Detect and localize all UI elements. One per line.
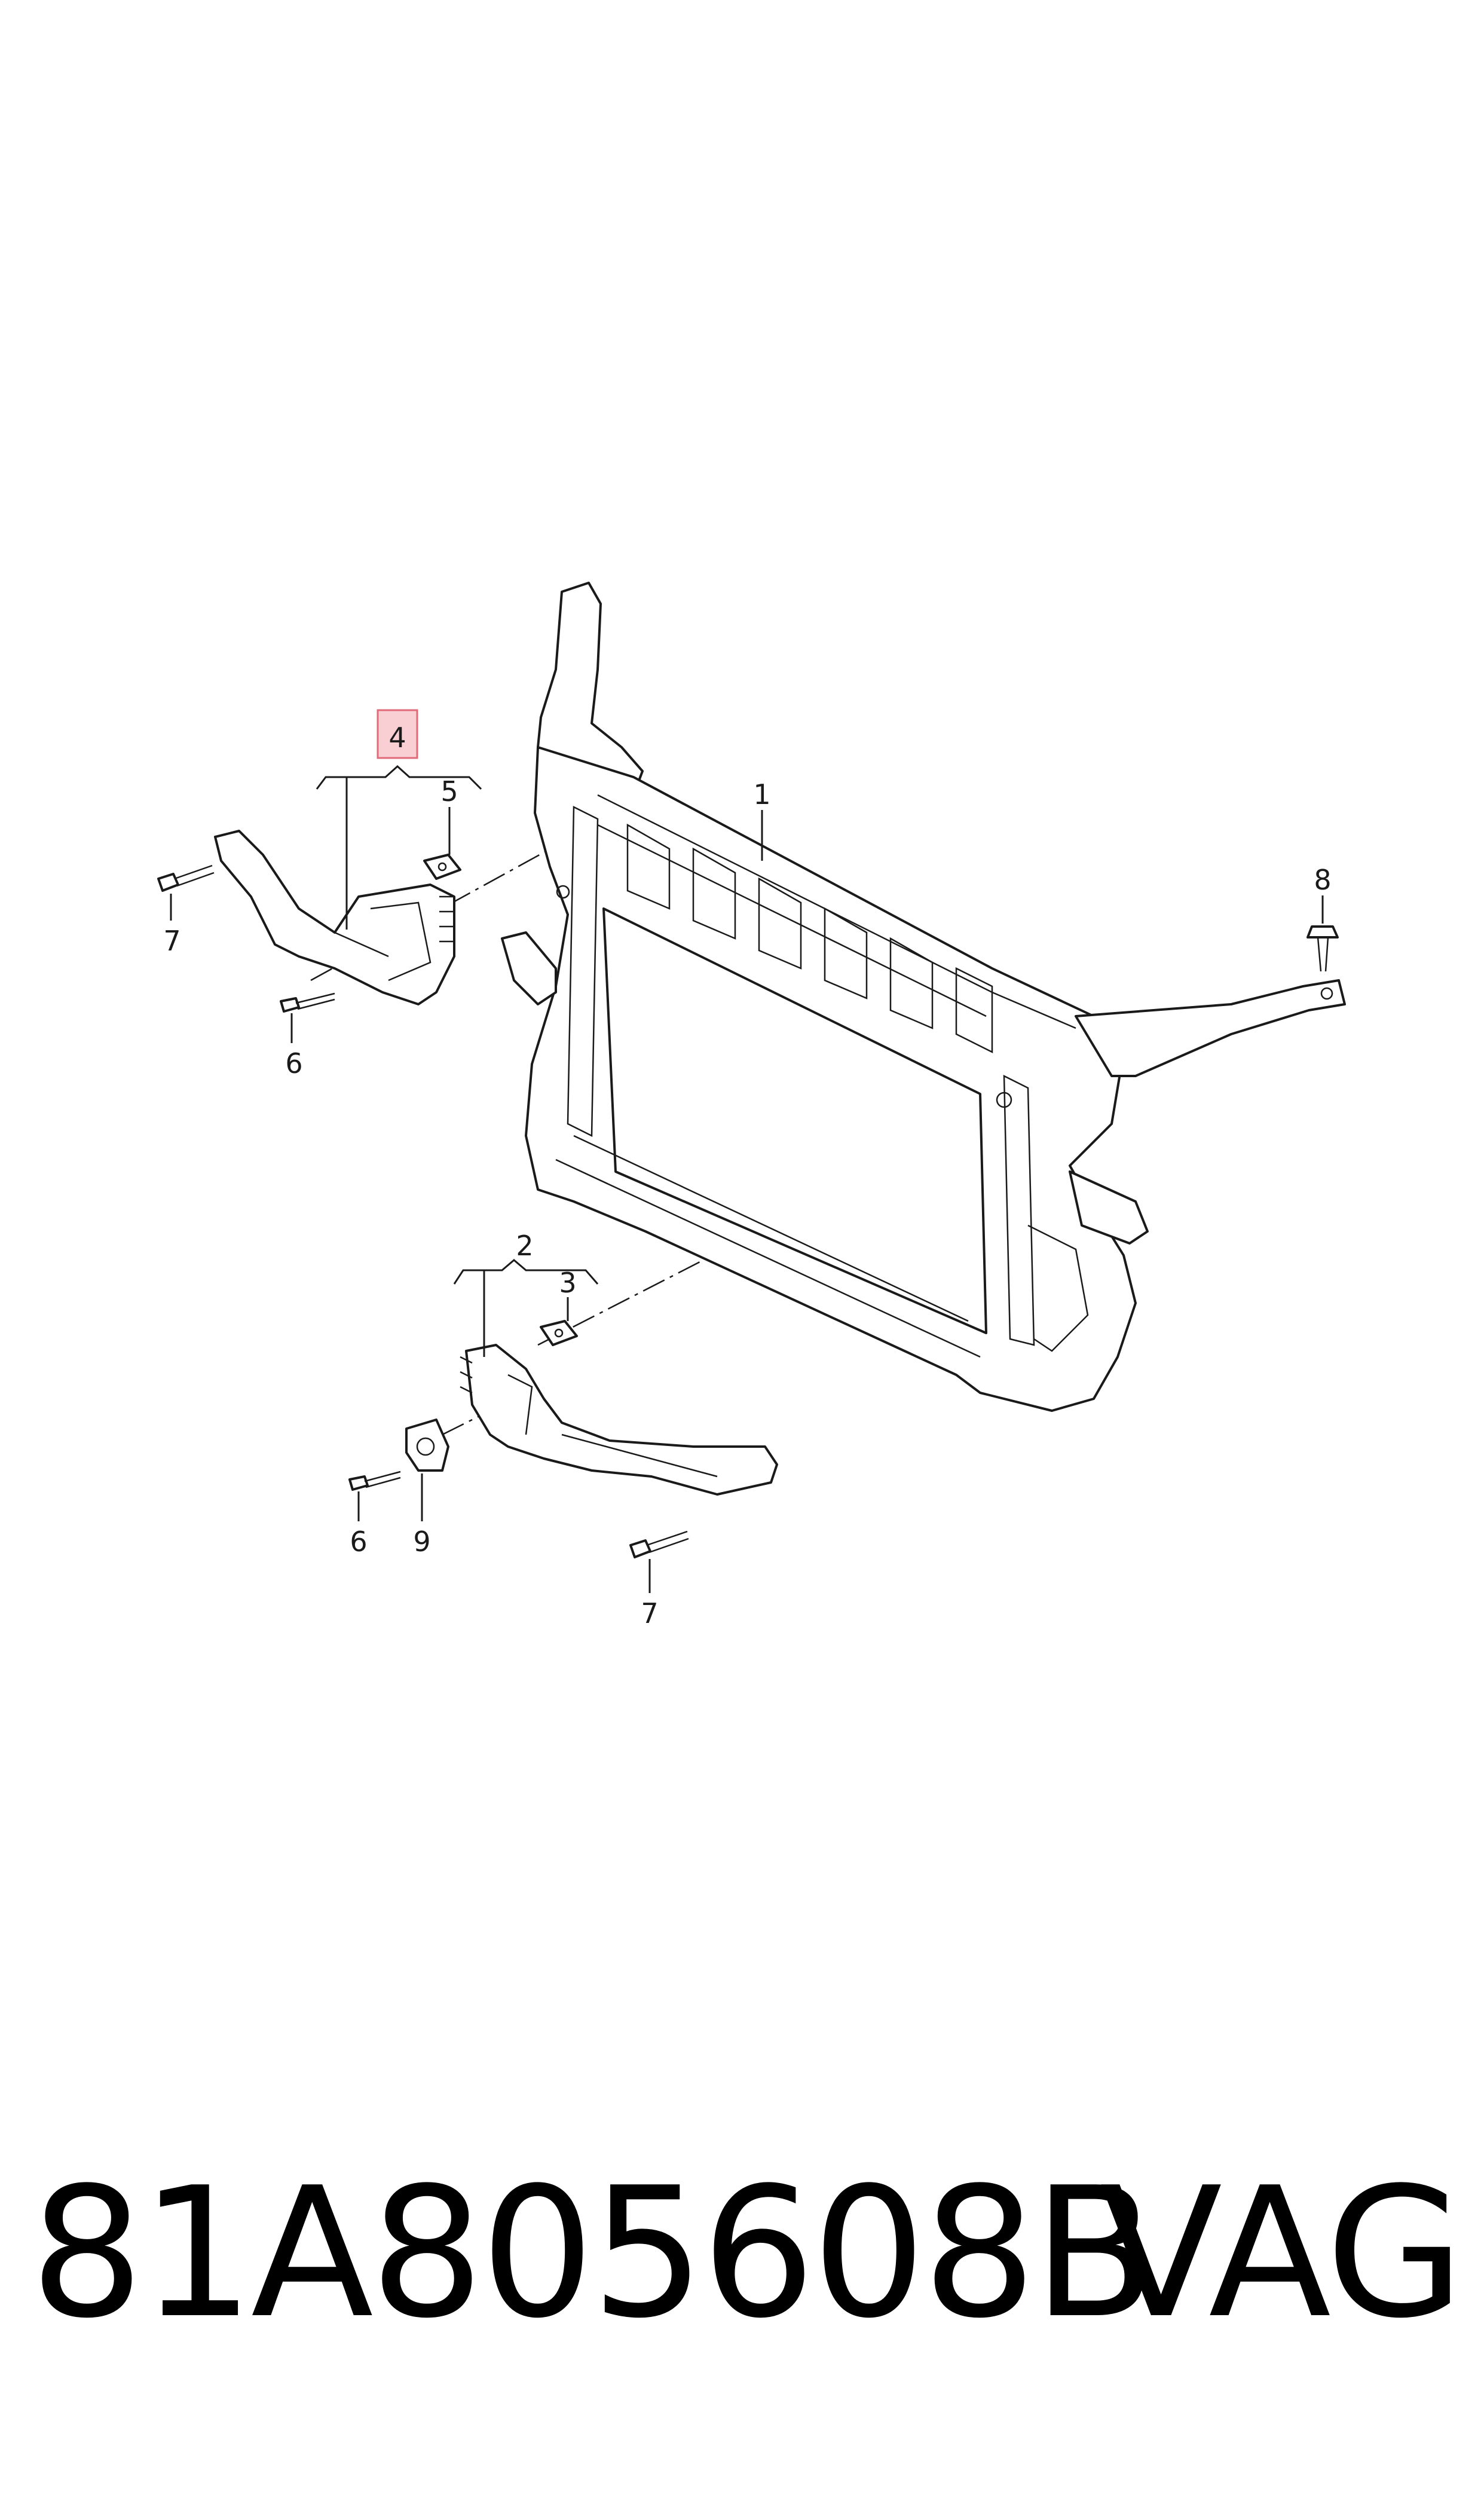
callout-2: 2: [516, 1230, 533, 1262]
callout-1: 1: [753, 778, 770, 811]
screw-part-8: [1306, 925, 1339, 972]
brand-label: VAG: [1100, 2149, 1464, 2358]
screw-part-7-upper: [157, 864, 215, 892]
callout-6-upper: 6: [285, 1047, 302, 1080]
callout-7-lower: 7: [641, 1597, 658, 1630]
callout-6-lower: 6: [350, 1526, 367, 1558]
callout-5: 5: [440, 775, 458, 808]
callout-4-highlight: [377, 709, 418, 759]
callout-7-upper: 7: [163, 925, 180, 957]
callout-4: 4: [388, 722, 406, 754]
part-number-label: 81A805608B: [30, 2149, 1156, 2358]
callout-3: 3: [559, 1267, 576, 1299]
screw-part-7-lower: [629, 1530, 689, 1558]
screw-part-6-upper: [280, 992, 335, 1013]
upper-bracket-part-4: [214, 830, 455, 1005]
front-carrier-part-1: [501, 582, 1346, 1412]
clip-nut-part-5: [423, 854, 461, 880]
callout-8: 8: [1314, 864, 1331, 896]
screw-part-6-lower: [348, 1471, 401, 1491]
clip-nut-part-3: [540, 1320, 578, 1346]
callout-9: 9: [413, 1526, 430, 1558]
guide-part-9: [405, 1419, 449, 1472]
leader-lines: [170, 765, 1324, 1593]
lower-bracket-part-2: [460, 1344, 778, 1496]
